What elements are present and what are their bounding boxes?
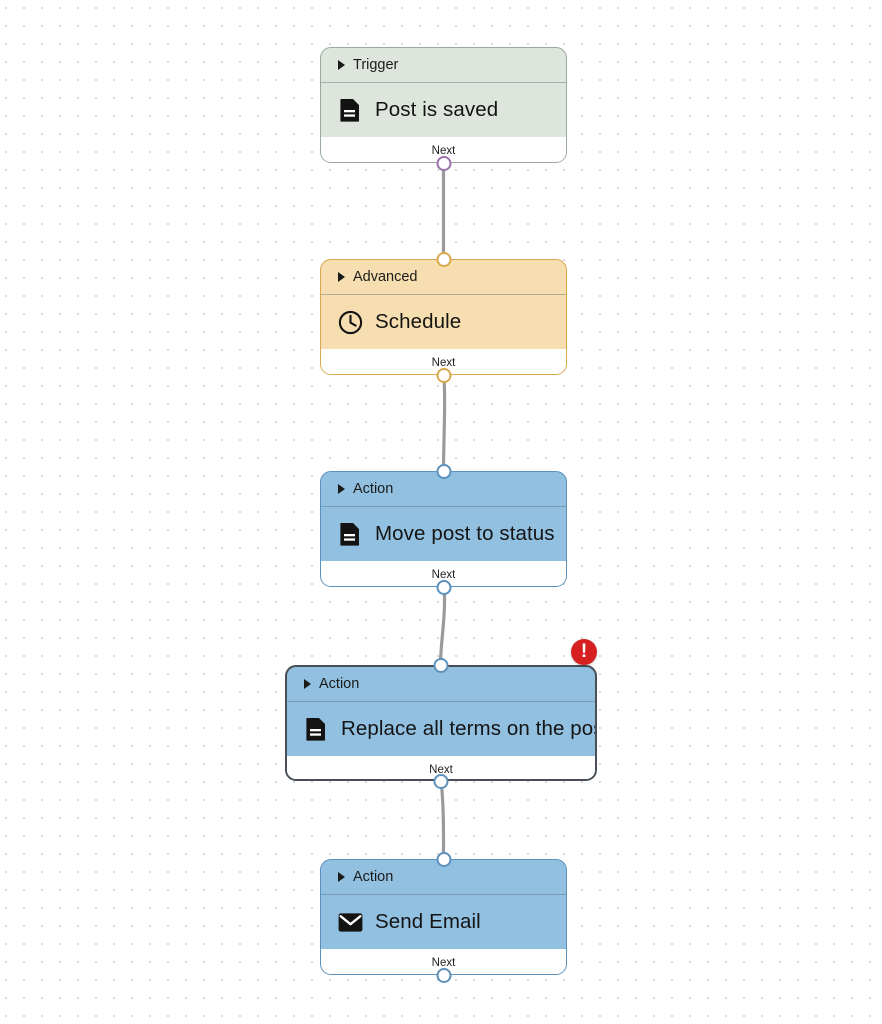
node-category-label: Action xyxy=(319,676,360,692)
node-category-label: Trigger xyxy=(353,57,399,73)
node-body[interactable]: Schedule xyxy=(321,295,566,349)
node-body[interactable]: Replace all terms on the post xyxy=(287,702,595,756)
node-header[interactable]: Advanced xyxy=(321,260,566,295)
node-title: Send Email xyxy=(375,910,481,933)
node-body[interactable]: Post is saved xyxy=(321,83,566,137)
node-header[interactable]: Action xyxy=(321,472,566,507)
node-footer-next[interactable]: Next xyxy=(287,756,595,779)
node-output-port[interactable] xyxy=(436,367,451,383)
node-footer-label: Next xyxy=(431,956,456,969)
node-output-port[interactable] xyxy=(436,579,451,595)
triangle-right-icon[interactable] xyxy=(338,872,345,882)
node-title: Move post to status xyxy=(375,522,555,545)
node-output-port[interactable] xyxy=(433,773,449,789)
node-footer-label: Next xyxy=(431,356,456,369)
node-footer-label: Next xyxy=(429,763,453,776)
node-header[interactable]: Action xyxy=(321,860,566,895)
node-input-port[interactable] xyxy=(436,851,451,867)
error-exclamation-icon[interactable]: ! xyxy=(571,639,597,665)
node-body[interactable]: Send Email xyxy=(321,895,566,949)
triangle-right-icon[interactable] xyxy=(338,60,345,70)
node-title: Post is saved xyxy=(375,98,499,121)
node-title: Replace all terms on the post xyxy=(341,717,597,740)
node-input-port[interactable] xyxy=(433,657,449,673)
connector-edge[interactable] xyxy=(441,366,447,473)
envelope-icon xyxy=(337,909,363,935)
node-footer-label: Next xyxy=(431,144,456,157)
node-input-port[interactable] xyxy=(436,463,451,479)
triangle-right-icon[interactable] xyxy=(338,272,345,282)
document-icon xyxy=(303,716,329,742)
clock-icon xyxy=(337,309,363,335)
node-header[interactable]: Trigger xyxy=(321,48,566,83)
node-footer-label: Next xyxy=(431,568,456,581)
node-category-label: Action xyxy=(353,869,394,885)
triangle-right-icon[interactable] xyxy=(338,484,345,494)
document-icon xyxy=(337,97,363,123)
error-exclamation-glyph: ! xyxy=(580,641,588,662)
node-output-port[interactable] xyxy=(436,967,451,983)
node-output-port[interactable] xyxy=(436,155,451,171)
node-body[interactable]: Move post to status xyxy=(321,507,566,561)
node-category-label: Action xyxy=(353,481,394,497)
node-title: Schedule xyxy=(375,310,462,333)
node-category-label: Advanced xyxy=(353,269,418,285)
node-input-port[interactable] xyxy=(436,251,451,267)
document-icon xyxy=(337,521,363,547)
triangle-right-icon[interactable] xyxy=(304,679,311,689)
node-header[interactable]: Action xyxy=(287,667,595,702)
